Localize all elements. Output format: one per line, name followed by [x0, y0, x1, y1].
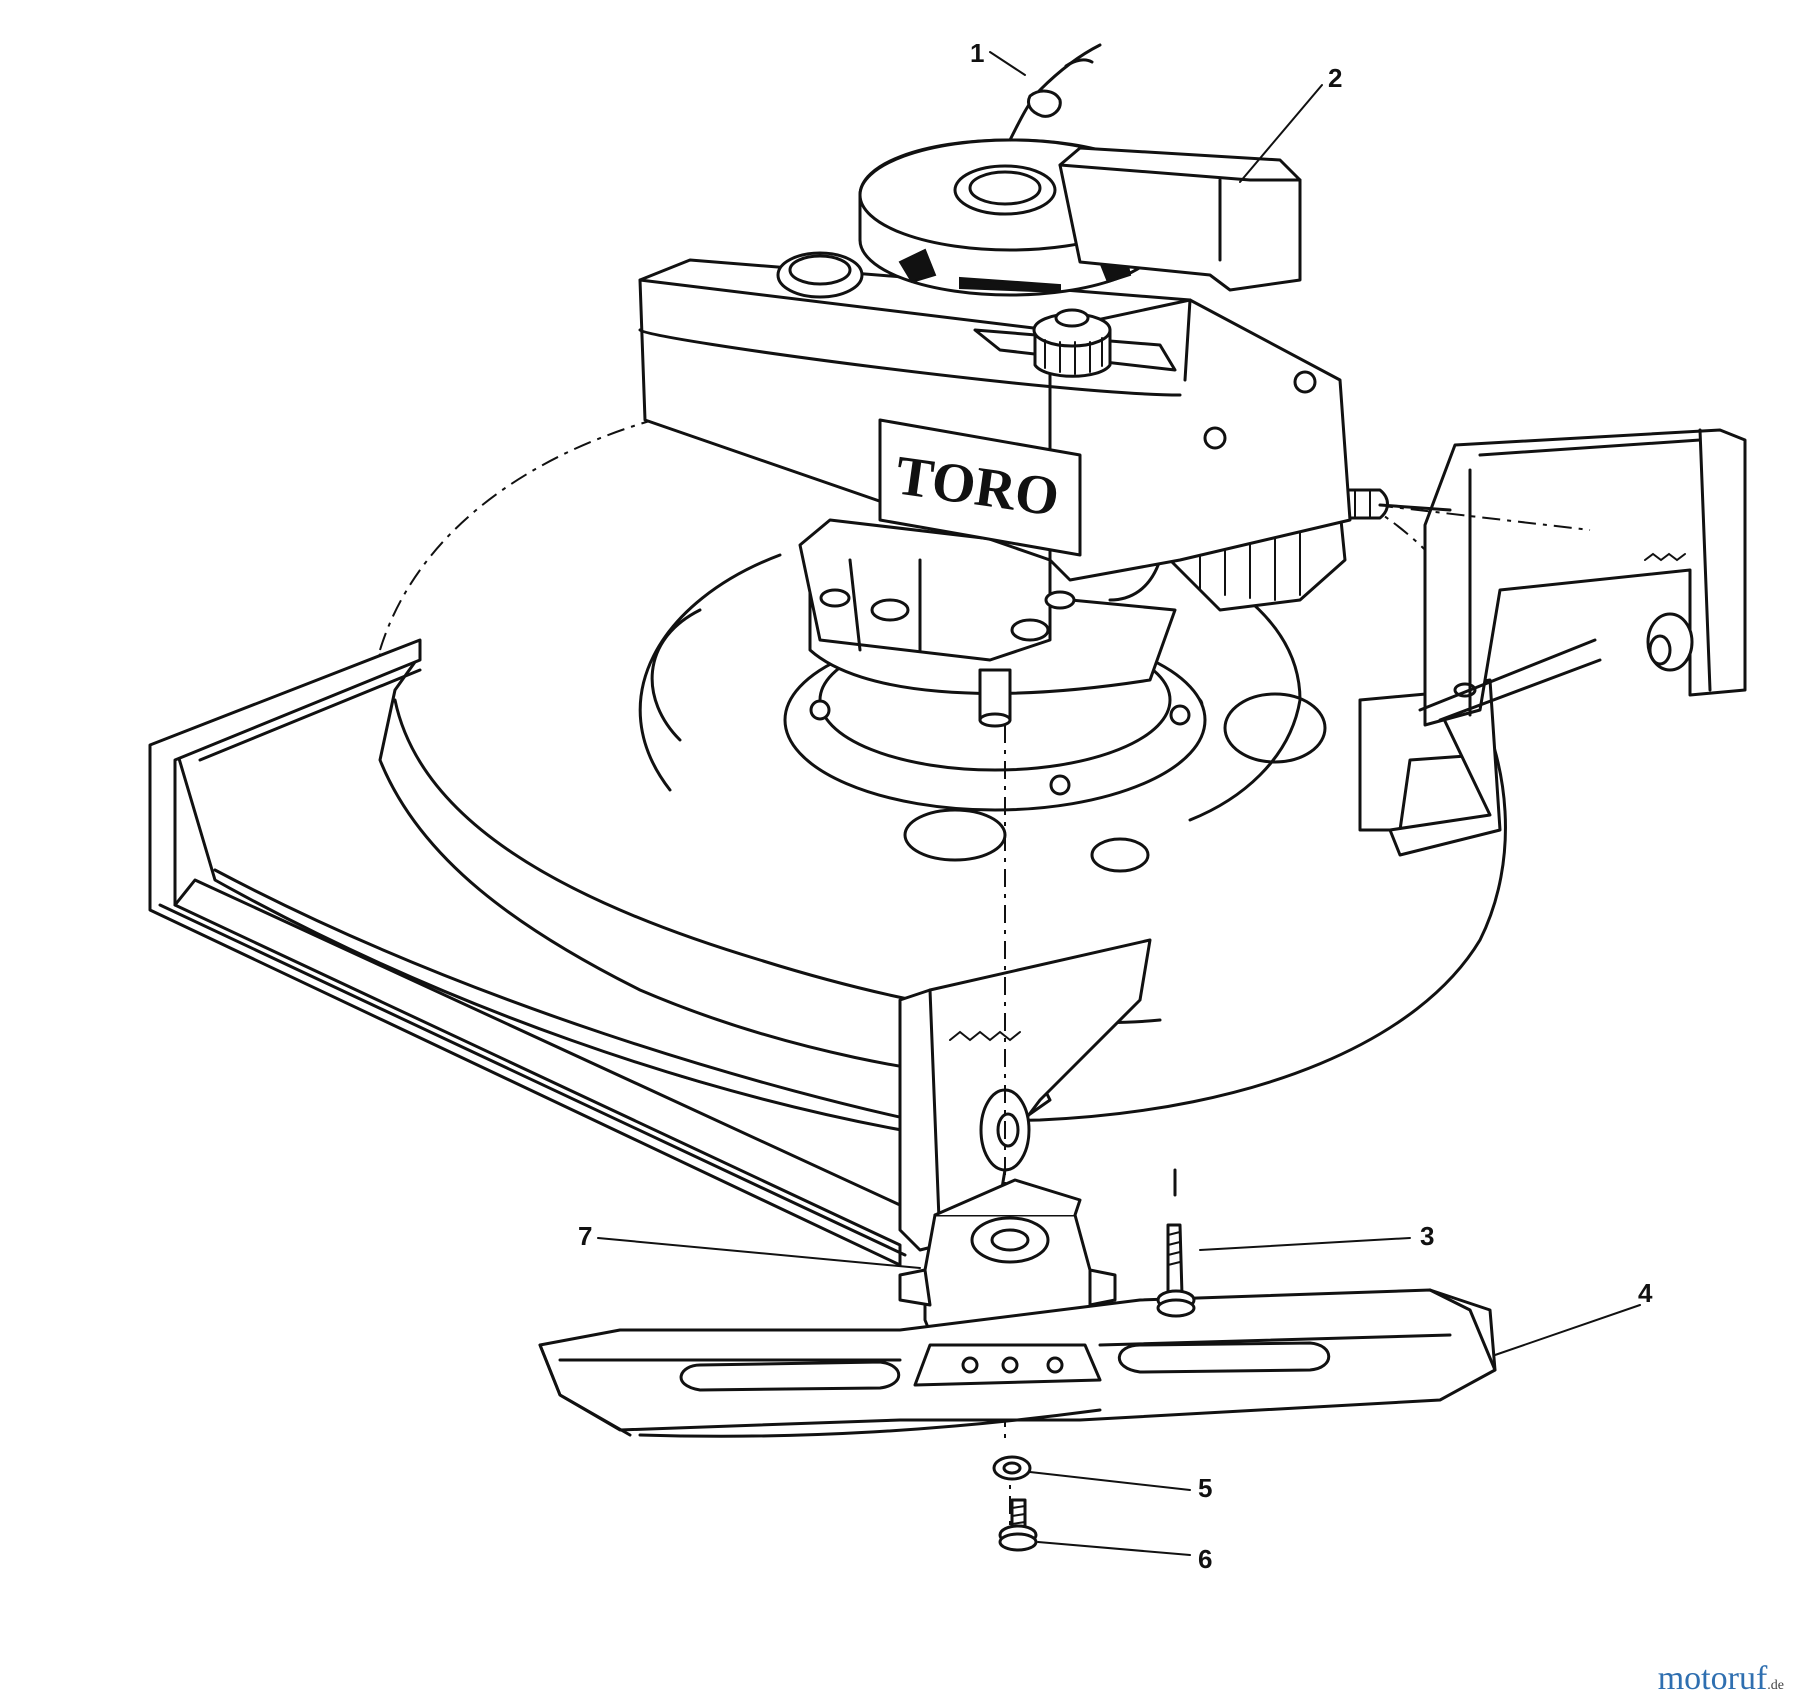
- watermark-tld: .de: [1767, 1678, 1784, 1693]
- callout-7: 7: [578, 1221, 592, 1251]
- callout-4: 4: [1638, 1278, 1653, 1308]
- rear-height-bracket: [1418, 428, 1747, 727]
- front-bracket: [898, 938, 1152, 1252]
- bolt-6: [998, 1498, 1038, 1552]
- watermark-logo: motoruf.de: [1658, 1660, 1784, 1698]
- watermark-name: motoruf: [1657, 1660, 1768, 1697]
- callout-6: 6: [1198, 1544, 1212, 1574]
- callout-1: 1: [970, 38, 984, 68]
- engine-assembly: TORO: [638, 43, 1452, 812]
- washer-5: [992, 1455, 1032, 1481]
- mower-blade: [538, 1288, 1497, 1438]
- bolt-3: [1156, 1223, 1196, 1318]
- callout-3: 3: [1420, 1221, 1434, 1251]
- callout-2: 2: [1328, 63, 1342, 93]
- callout-5: 5: [1198, 1473, 1212, 1503]
- callout-leaders: [597, 51, 1641, 1556]
